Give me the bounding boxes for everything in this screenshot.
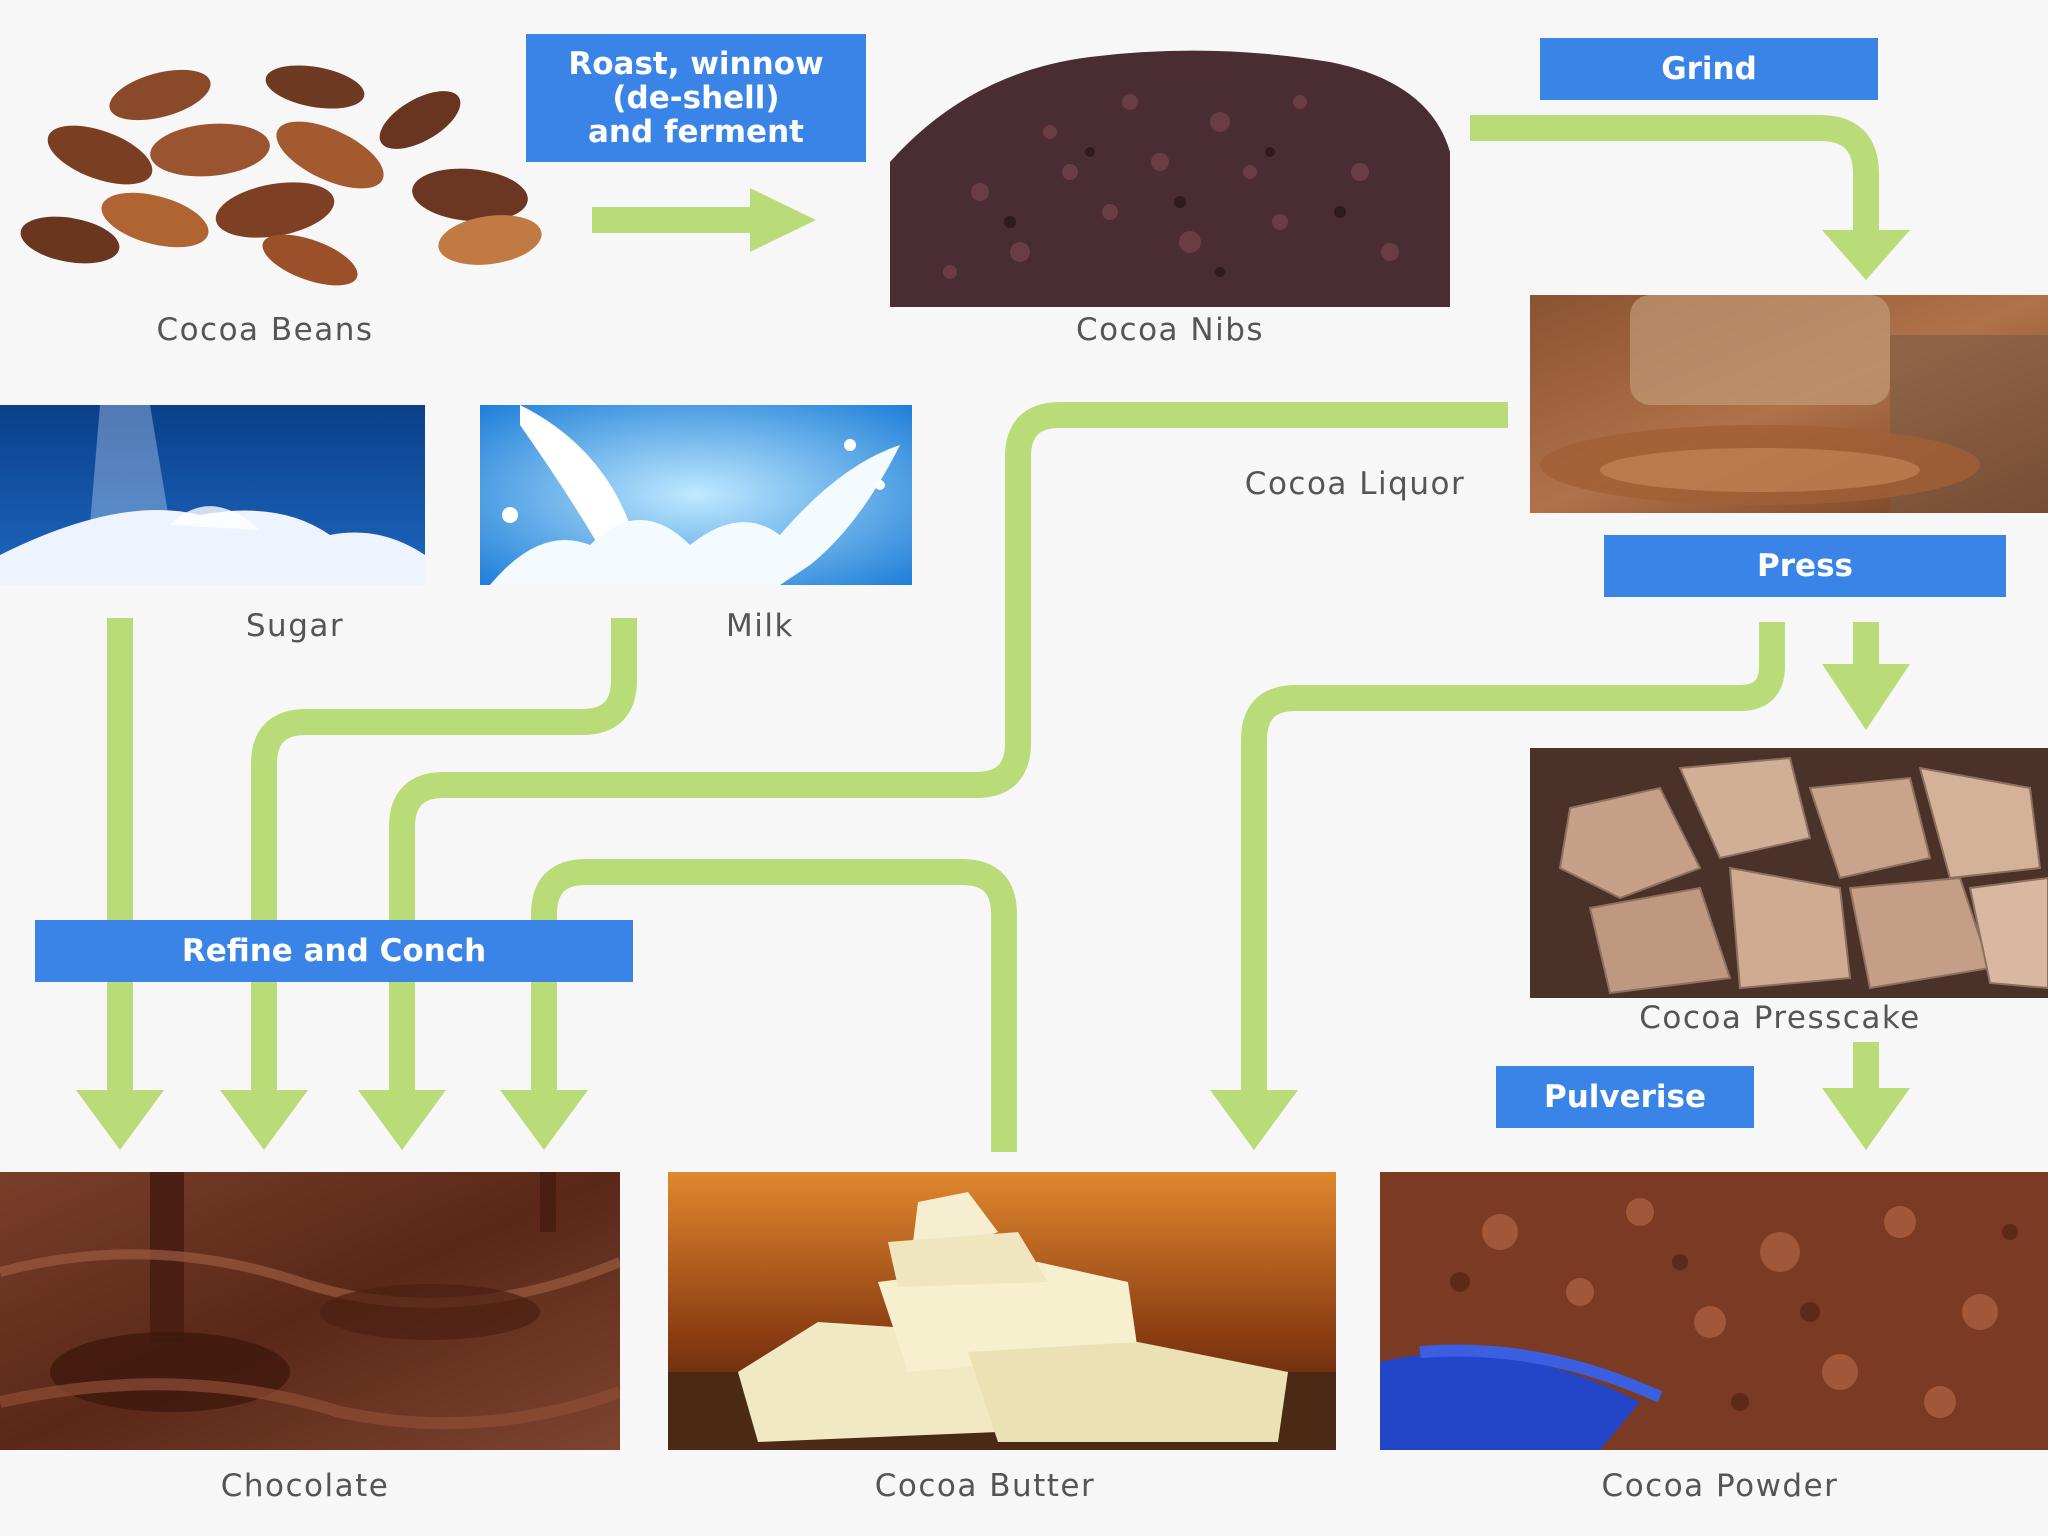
label-sugar: Sugar	[245, 608, 345, 644]
label-milk: Milk	[726, 608, 794, 644]
arrowhead-nibs-to-liquor	[1822, 230, 1910, 280]
milk-image	[480, 405, 912, 585]
arrowhead-beans-to-nibs	[750, 188, 816, 252]
cocoa-powder-image	[1380, 1172, 2048, 1450]
chocolate-image	[0, 1172, 620, 1450]
label-cocoa-nibs: Cocoa Nibs	[1075, 312, 1265, 348]
arrow-milk-to-chocolate	[251, 618, 637, 1092]
cocoa-presscake-image	[1530, 748, 2048, 998]
label-cocoa-powder: Cocoa Powder	[1601, 1468, 1839, 1504]
arrowhead-butter-to-chocolate	[500, 1090, 588, 1150]
cocoa-beans-image	[10, 45, 550, 290]
step-refine-and-conch: Refine and Conch	[35, 920, 633, 982]
step-grind: Grind	[1540, 38, 1878, 100]
arrowhead-presscake-to-powder	[1822, 1088, 1910, 1150]
label-cocoa-liquor: Cocoa Liquor	[1244, 466, 1466, 502]
arrowhead-press-to-presscake	[1822, 664, 1910, 730]
arrow-press-to-butter	[1241, 622, 1785, 1092]
label-cocoa-butter: Cocoa Butter	[874, 1468, 1096, 1504]
label-chocolate: Chocolate	[220, 1468, 390, 1504]
arrow-nibs-to-liquor	[1470, 115, 1879, 238]
arrowhead-liquor-to-chocolate	[358, 1090, 446, 1150]
arrowhead-sugar-to-chocolate	[76, 1090, 164, 1150]
cocoa-liquor-image	[1530, 295, 2048, 513]
arrowhead-milk-to-chocolate	[220, 1090, 308, 1150]
sugar-image	[0, 405, 425, 585]
step-pulverise: Pulverise	[1496, 1066, 1754, 1128]
arrow-butter-to-chocolate	[531, 859, 1017, 1152]
step-press: Press	[1604, 535, 2006, 597]
label-cocoa-beans: Cocoa Beans	[156, 312, 374, 348]
arrow-liquor-to-chocolate	[389, 402, 1508, 1092]
label-cocoa-presscake: Cocoa Presscake	[1639, 1000, 1921, 1036]
cocoa-nibs-image	[890, 42, 1450, 307]
cocoa-butter-image	[668, 1172, 1336, 1450]
step-roast-winnow-ferment: Roast, winnow (de-shell) and ferment	[526, 34, 866, 162]
arrowhead-press-to-butter	[1210, 1090, 1298, 1150]
